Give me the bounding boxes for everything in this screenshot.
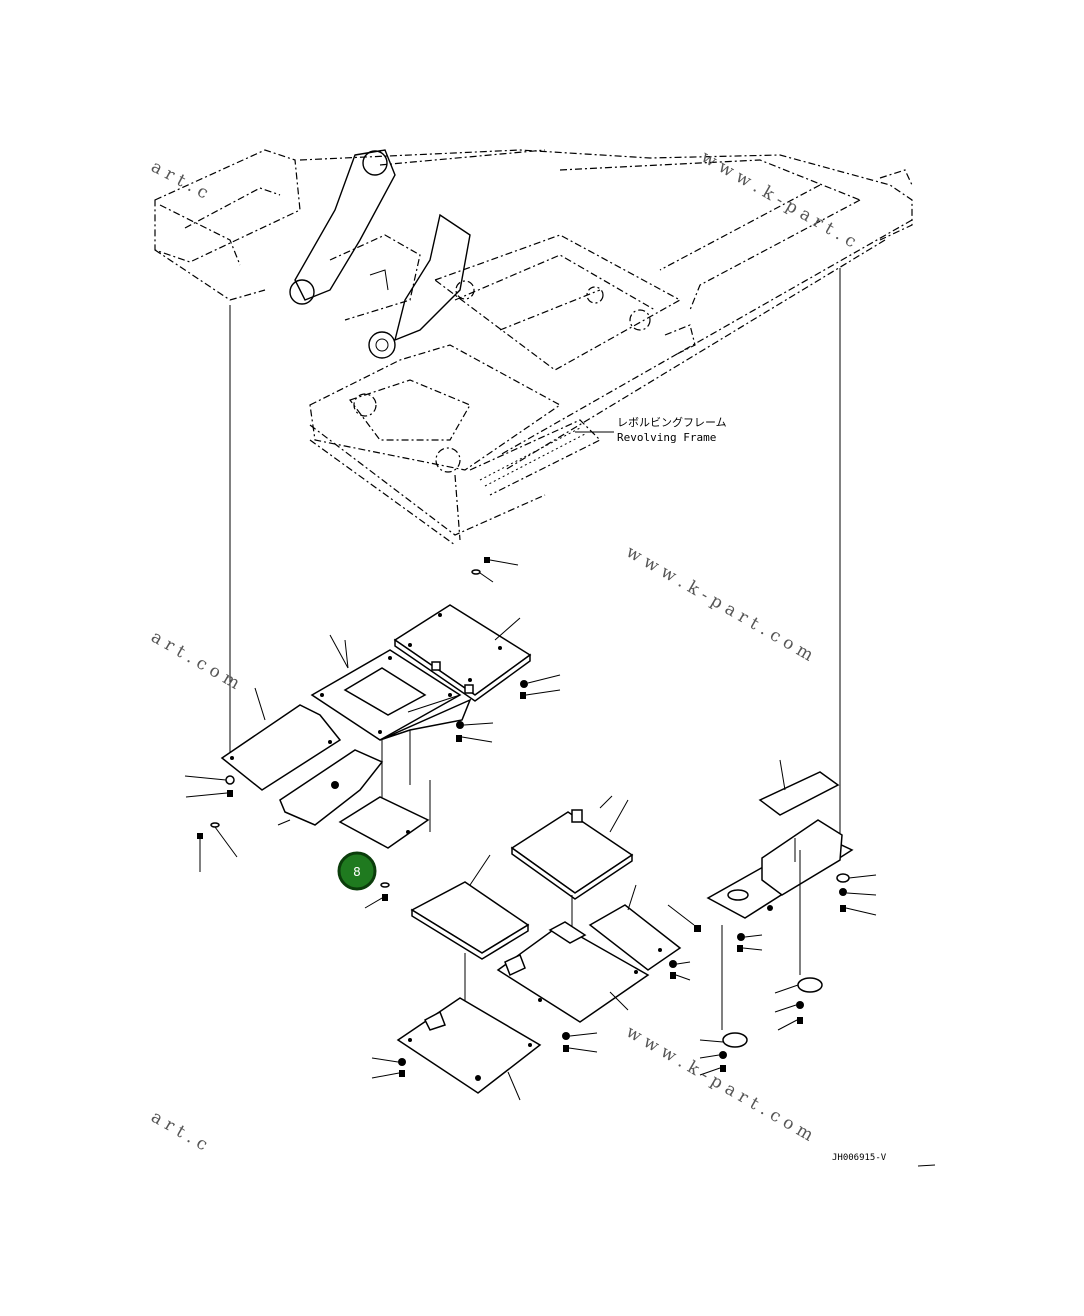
callout-circle[interactable] <box>337 851 377 891</box>
plate-lower-left <box>410 854 530 1010</box>
plate-left-strip <box>277 749 384 826</box>
code-underline <box>917 1164 936 1167</box>
leader-lines <box>329 634 613 809</box>
watermark: w w w . k - p a r t . c <box>698 147 860 252</box>
plate-top-right <box>393 604 532 702</box>
plate-right-small <box>588 884 682 971</box>
drawing-code: JH006915-V <box>832 1153 887 1163</box>
duct-box <box>338 730 431 849</box>
plate-middle <box>496 921 650 1023</box>
watermark: w w w . k - p a r t . c o m <box>623 1022 817 1146</box>
frame-label-jp: レボルビングフレーム <box>617 415 727 429</box>
bracket-right <box>706 759 854 1048</box>
watermark: a r t . c o m <box>148 627 244 694</box>
plate-bottom <box>396 997 542 1101</box>
watermark: w w w . k - p a r t . c o m <box>623 542 817 666</box>
fasteners <box>184 557 877 1079</box>
callout-number: 8 <box>353 865 361 879</box>
plate-left <box>220 687 342 791</box>
watermark: a r t . c <box>148 1107 211 1155</box>
revolving-frame <box>154 149 913 546</box>
watermark: a r t . c <box>148 157 212 204</box>
frame-label-en: Revolving Frame <box>617 431 716 444</box>
plate-center-opening <box>310 639 472 741</box>
callout-8[interactable]: 8 <box>337 851 377 891</box>
